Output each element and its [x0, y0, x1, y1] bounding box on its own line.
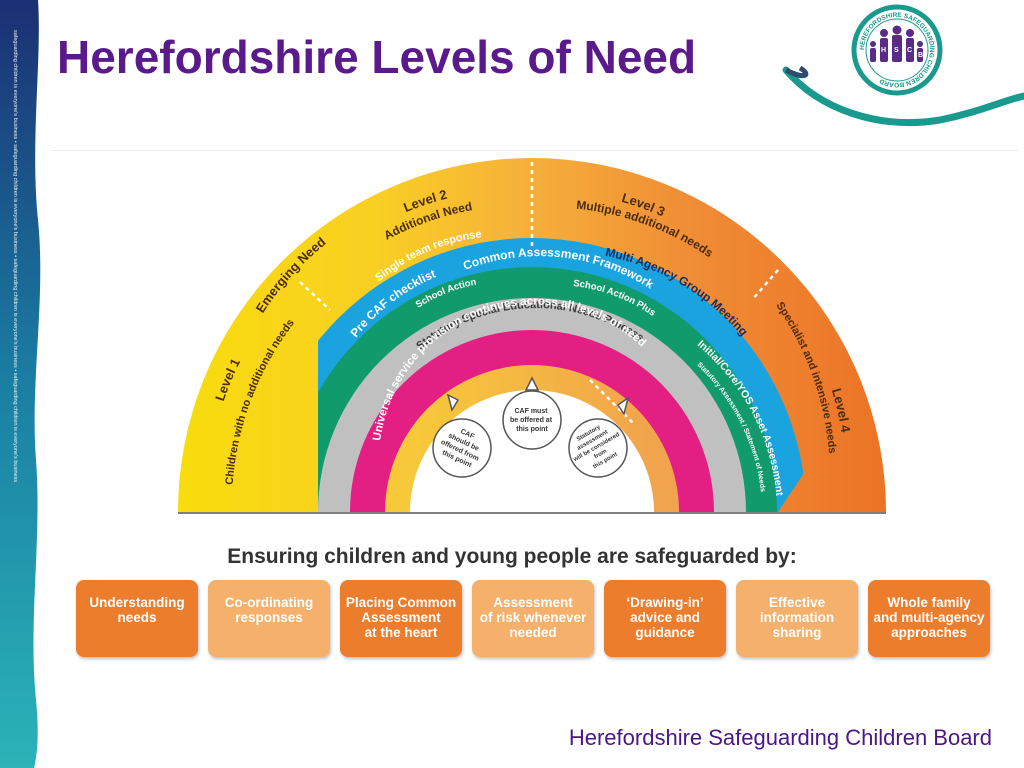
principle-label: Effective information sharing: [759, 595, 835, 640]
bubble-statutory: Statutory assessment will be considered …: [564, 396, 630, 478]
principle-box: Assessment of risk whenever needed: [472, 580, 594, 657]
footer-board-name: Herefordshire Safeguarding Children Boar…: [568, 725, 992, 750]
bubble-caf-must: CAF must be offered at this point: [502, 376, 562, 450]
principle-box: Co-ordinating responses: [208, 580, 330, 657]
level-dividers: [299, 162, 779, 426]
principle-box: Whole family and multi-agency approaches: [868, 580, 990, 657]
bubble-caf-should: CAF should be offered from this point: [432, 393, 492, 478]
side-banner-text: safeguarding children is everyone's busi…: [12, 30, 18, 482]
principle-label: ‘Drawing-in’ advice and guidance: [626, 595, 704, 640]
logo-swoosh: [782, 66, 1024, 126]
band-cut-left: [258, 290, 330, 512]
principle-label: Co-ordinating responses: [224, 595, 314, 625]
svg-text:H: H: [881, 47, 886, 54]
side-banner: safeguarding children is everyone's busi…: [0, 0, 41, 768]
principle-label: Whole family and multi-agency approaches: [873, 595, 985, 640]
logo-swoosh-shadow: [784, 65, 809, 79]
hscb-logo: HEREFORDSHIRE SAFEGUARDING CHILDREN BOAR…: [782, 4, 1024, 126]
principle-box: Effective information sharing: [736, 580, 858, 657]
principle-label: Assessment of risk whenever needed: [479, 595, 587, 640]
title-divider: [52, 150, 1018, 151]
band-cut-right: [778, 470, 806, 512]
levels-rainbow: Level 1 Children with no additional need…: [178, 158, 886, 514]
svg-text:S: S: [894, 47, 899, 54]
page-title: Herefordshire Levels of Need: [57, 31, 697, 83]
principle-box: ‘Drawing-in’ advice and guidance: [604, 580, 726, 657]
principle-box: Understanding needs: [76, 580, 198, 657]
bubble-caf-should-text: CAF should be offered from this point: [436, 423, 490, 472]
side-wave-shape: [0, 0, 41, 768]
principle-label: Placing Common Assessment at the heart: [345, 595, 457, 640]
svg-text:B: B: [918, 52, 923, 59]
logo-figures: [870, 25, 923, 62]
bubble-caf-must-text: CAF must be offered at this point: [510, 408, 554, 433]
principles-row: Understanding needs Co-ordinating respon…: [76, 580, 996, 660]
principle-box: Placing Common Assessment at the heart: [340, 580, 462, 657]
svg-text:C: C: [907, 47, 912, 54]
safeguarding-subtitle: Ensuring children and young people are s…: [227, 545, 797, 568]
bubble-statutory-text: Statutory assessment will be considered …: [564, 417, 630, 477]
principle-label: Understanding needs: [89, 595, 185, 625]
logo-letters: H S C B: [881, 47, 923, 59]
